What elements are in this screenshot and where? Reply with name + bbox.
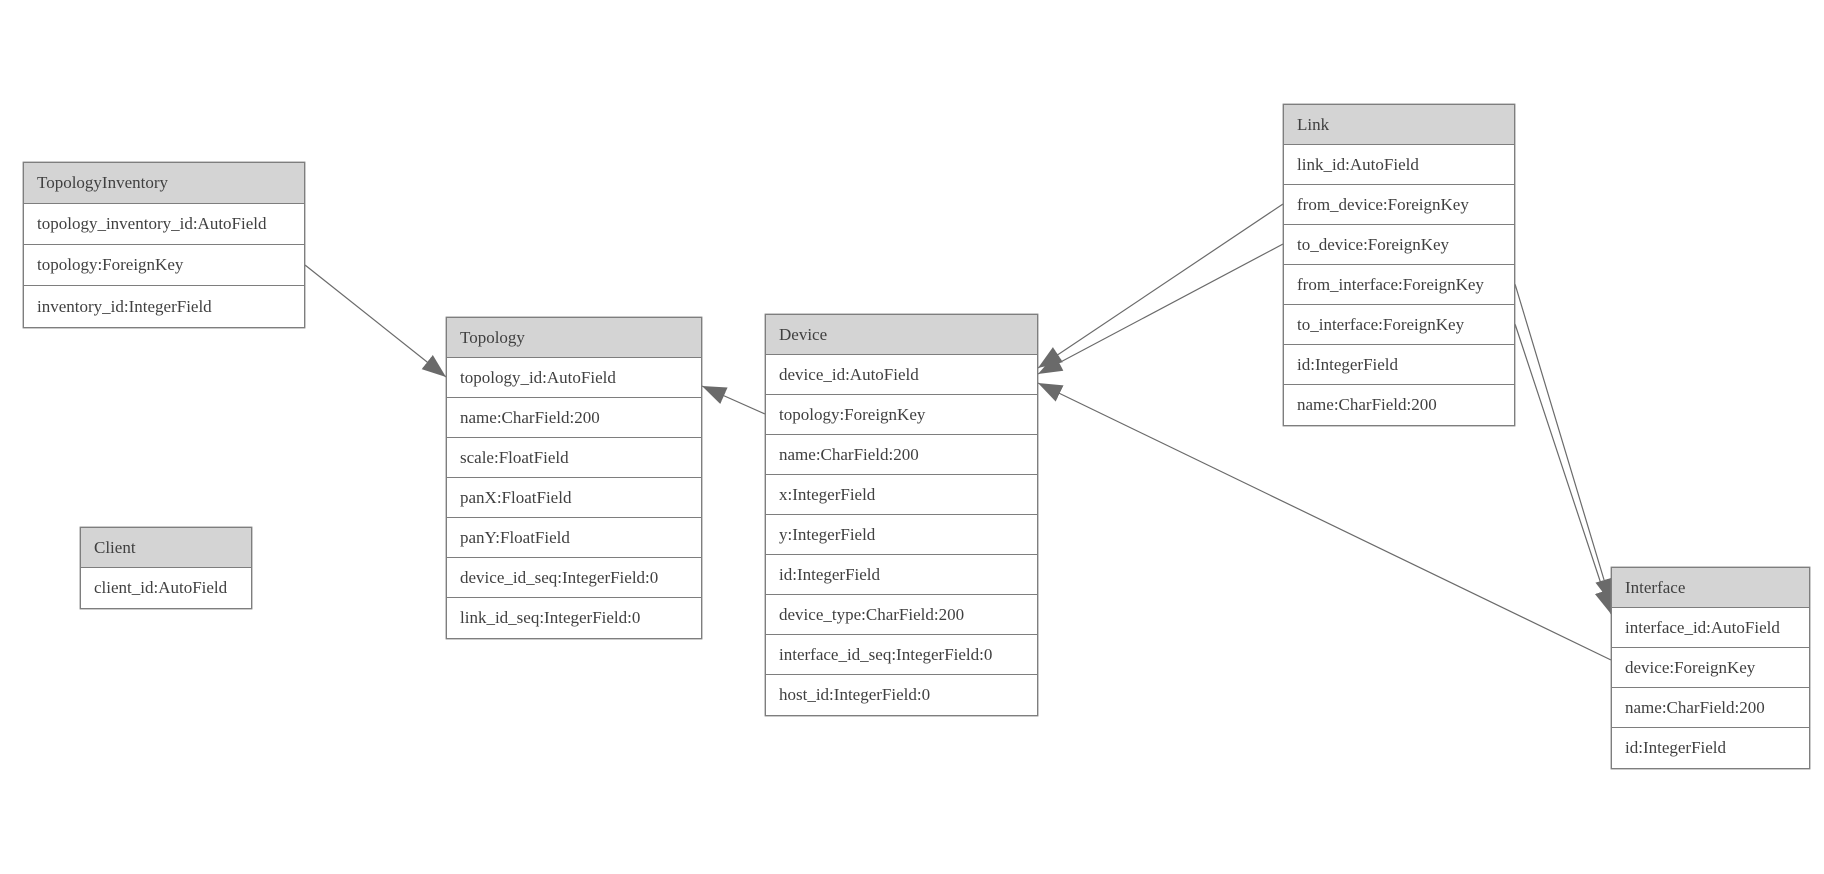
field-row-device-host_id: host_id:IntegerField:0 — [766, 675, 1037, 715]
field-row-device-interface_id_seq: interface_id_seq:IntegerField:0 — [766, 635, 1037, 675]
field-row-topology-topology_id: topology_id:AutoField — [447, 358, 701, 398]
field-row-topologyinventory-topology_inventory_id: topology_inventory_id:AutoField — [24, 204, 304, 245]
relationship-edge-link-from_device-to-device — [1037, 203, 1284, 369]
field-row-topologyinventory-inventory_id: inventory_id:IntegerField — [24, 286, 304, 327]
field-row-link-id: id:IntegerField — [1284, 345, 1514, 385]
field-row-device-x: x:IntegerField — [766, 475, 1037, 515]
field-row-topology-name: name:CharField:200 — [447, 398, 701, 438]
entity-header-device: Device — [766, 315, 1037, 355]
field-row-topology-link_id_seq: link_id_seq:IntegerField:0 — [447, 598, 701, 638]
field-row-topology-panY: panY:FloatField — [447, 518, 701, 558]
field-row-device-y: y:IntegerField — [766, 515, 1037, 555]
relationship-edge-link-to_interface-to-interface — [1514, 323, 1613, 615]
entity-header-client: Client — [81, 528, 251, 568]
field-row-interface-name: name:CharField:200 — [1612, 688, 1809, 728]
field-row-device-device_type: device_type:CharField:200 — [766, 595, 1037, 635]
relationship-edge-link-from_interface-to-interface — [1514, 283, 1613, 604]
relationship-edge-device-topology-to-topology — [701, 385, 766, 415]
field-row-topology-scale: scale:FloatField — [447, 438, 701, 478]
entity-header-link: Link — [1284, 105, 1514, 145]
field-row-device-topology: topology:ForeignKey — [766, 395, 1037, 435]
field-row-link-to_device: to_device:ForeignKey — [1284, 225, 1514, 265]
field-row-link-from_device: from_device:ForeignKey — [1284, 185, 1514, 225]
field-row-interface-id: id:IntegerField — [1612, 728, 1809, 768]
field-row-interface-interface_id: interface_id:AutoField — [1612, 608, 1809, 648]
field-row-topology-device_id_seq: device_id_seq:IntegerField:0 — [447, 558, 701, 598]
field-row-topologyinventory-topology: topology:ForeignKey — [24, 245, 304, 286]
field-row-link-to_interface: to_interface:ForeignKey — [1284, 305, 1514, 345]
entity-header-topology: Topology — [447, 318, 701, 358]
entity-header-interface: Interface — [1612, 568, 1809, 608]
field-row-client-client_id: client_id:AutoField — [81, 568, 251, 608]
field-row-device-name: name:CharField:200 — [766, 435, 1037, 475]
field-row-interface-device: device:ForeignKey — [1612, 648, 1809, 688]
relationship-edge-link-to_device-to-device — [1037, 243, 1284, 375]
field-row-topology-panX: panX:FloatField — [447, 478, 701, 518]
field-row-link-name: name:CharField:200 — [1284, 385, 1514, 425]
field-row-device-device_id: device_id:AutoField — [766, 355, 1037, 395]
relationship-edge-topologyinventory-topology-to-topology — [304, 264, 447, 378]
field-row-device-id: id:IntegerField — [766, 555, 1037, 595]
entity-header-topologyinventory: TopologyInventory — [24, 163, 304, 204]
field-row-link-from_interface: from_interface:ForeignKey — [1284, 265, 1514, 305]
field-row-link-link_id: link_id:AutoField — [1284, 145, 1514, 185]
